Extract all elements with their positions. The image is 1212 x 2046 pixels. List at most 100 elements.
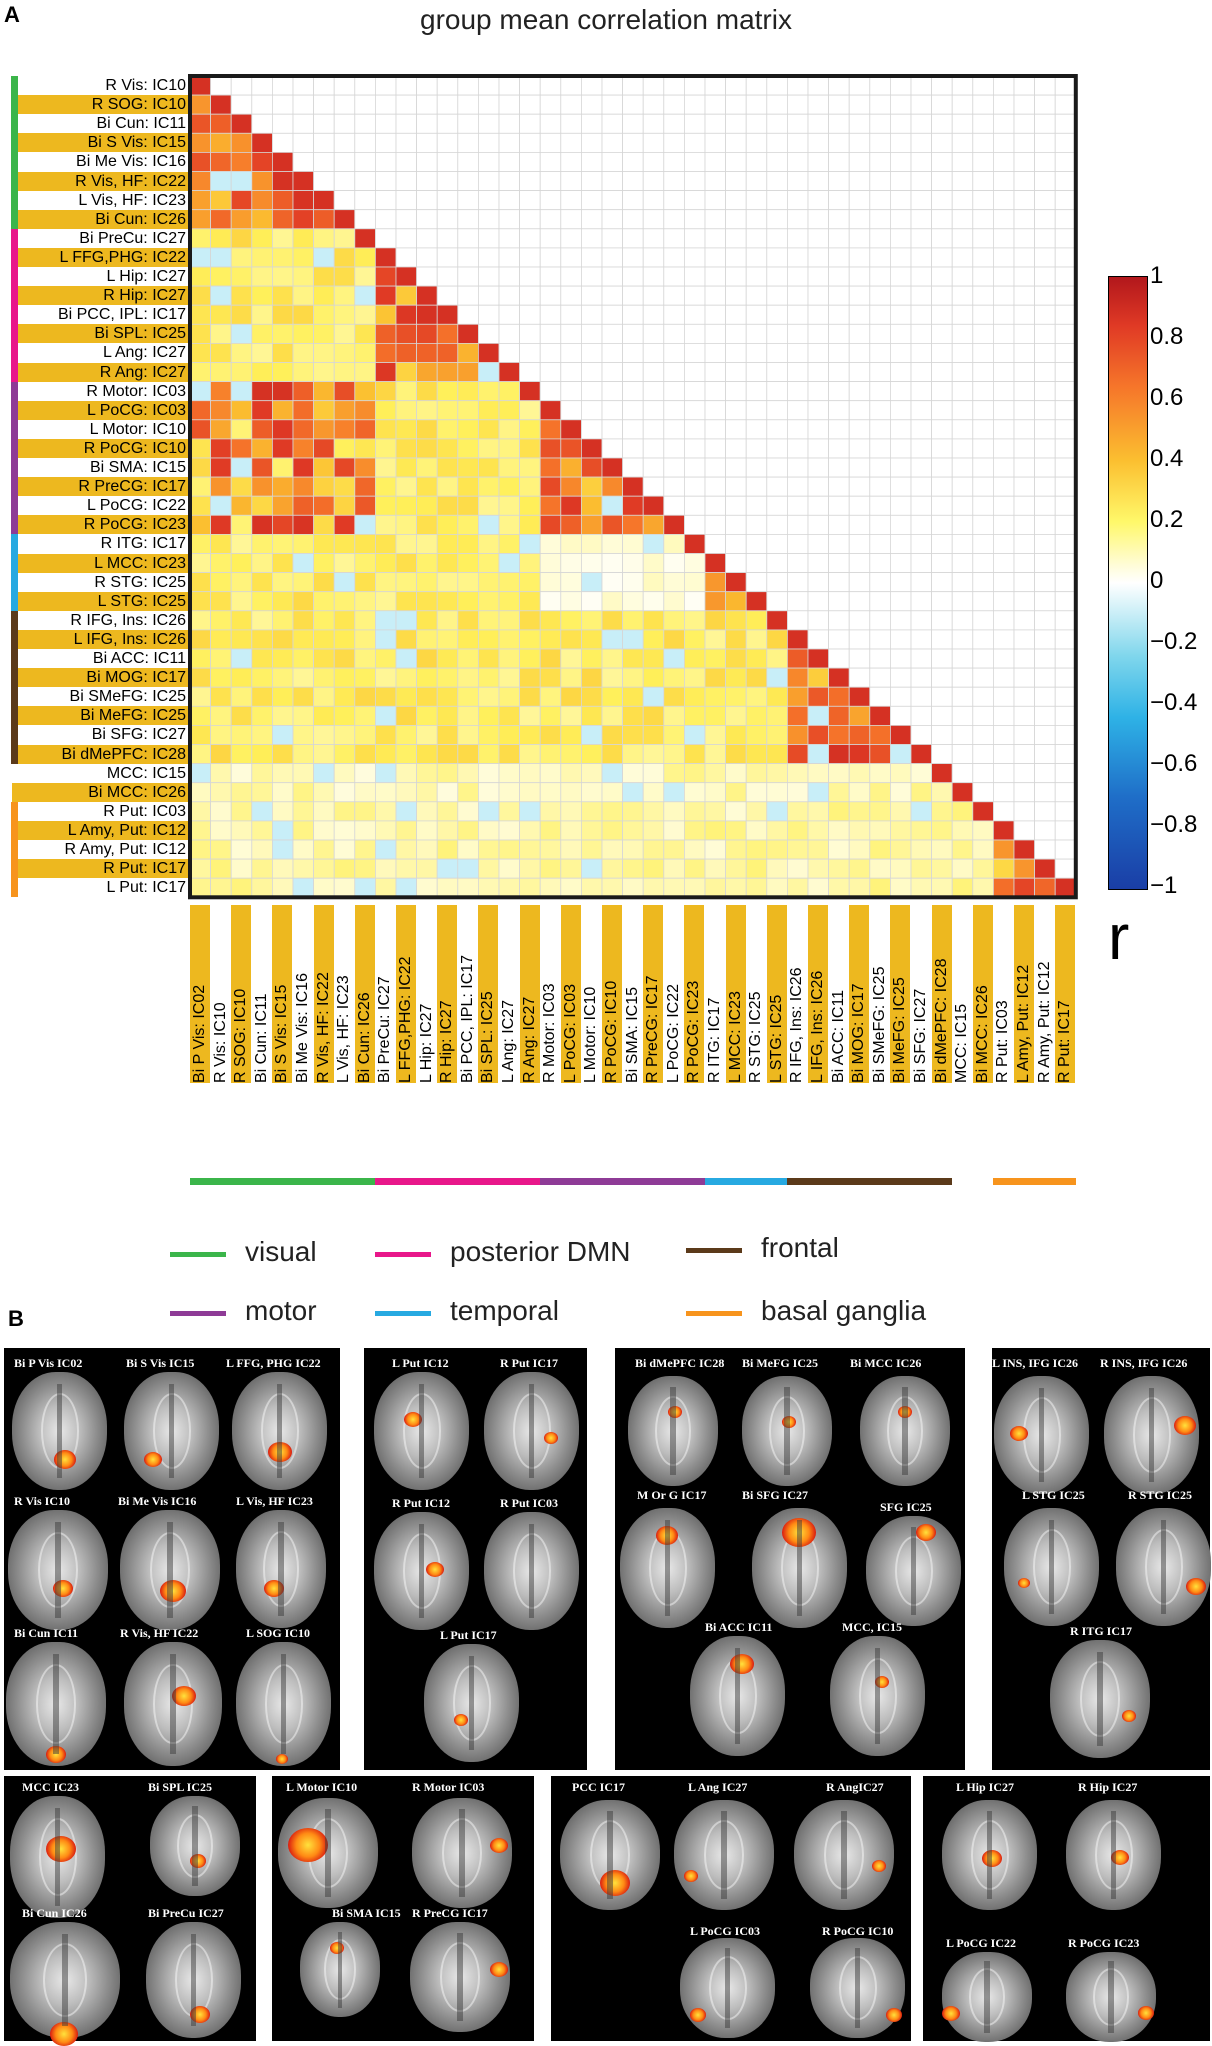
matrix-cell — [292, 94, 315, 115]
matrix-cell — [333, 782, 356, 803]
matrix-cell — [416, 132, 438, 153]
matrix-cell — [766, 667, 788, 688]
matrix-cell — [1054, 228, 1077, 249]
matrix-cell — [807, 438, 830, 459]
matrix-cell — [725, 648, 747, 669]
legend-swatch — [170, 1311, 226, 1316]
matrix-cell — [622, 820, 644, 841]
matrix-cell — [271, 705, 294, 726]
column-label-text: Bi MeFG: IC25 — [891, 977, 909, 1084]
matrix-cell — [354, 438, 376, 459]
column-label-text: R Vis: IC10 — [211, 1002, 229, 1084]
matrix-cell — [848, 495, 871, 516]
matrix-cell — [251, 419, 273, 440]
matrix-cell — [951, 228, 974, 249]
matrix-cell — [828, 438, 850, 459]
matrix-cell — [395, 572, 418, 593]
matrix-cell — [745, 323, 768, 344]
matrix-cell — [787, 553, 809, 574]
matrix-cell — [704, 285, 727, 306]
matrix-cell — [848, 534, 871, 554]
matrix-cell — [601, 877, 624, 898]
matrix-cell — [498, 94, 521, 115]
matrix-cell — [993, 686, 1015, 707]
matrix-cell — [869, 610, 891, 631]
matrix-cell — [292, 132, 315, 153]
column-label-text: L PoCG: IC22 — [664, 984, 682, 1084]
matrix-cell — [539, 763, 562, 784]
matrix-cell — [354, 591, 376, 612]
matrix-cell — [416, 629, 438, 650]
matrix-cell — [951, 190, 974, 211]
matrix-cell — [1013, 763, 1036, 784]
matrix-cell — [725, 839, 747, 860]
matrix-cell — [869, 171, 891, 192]
matrix-cell — [333, 457, 356, 478]
matrix-cell — [354, 572, 376, 593]
matrix-cell — [292, 744, 315, 765]
matrix-cell — [416, 362, 438, 383]
column-label-text: R ITG: IC17 — [706, 997, 723, 1084]
column-label: R Ang: IC27 — [519, 905, 540, 1084]
matrix-cell — [828, 247, 850, 268]
matrix-cell — [642, 438, 665, 459]
matrix-cell — [622, 190, 644, 211]
matrix-cell — [292, 782, 315, 803]
matrix-cell — [230, 801, 253, 822]
matrix-cell — [354, 763, 376, 784]
column-label-text: Bi SFG: IC27 — [912, 989, 929, 1084]
matrix-cell — [313, 820, 335, 841]
matrix-cell — [684, 820, 706, 841]
matrix-cell — [951, 877, 974, 898]
legend-swatch — [375, 1311, 431, 1316]
matrix-cell — [745, 342, 768, 363]
matrix-cell — [560, 591, 582, 612]
matrix-cell — [828, 151, 850, 172]
matrix-cell — [828, 839, 850, 860]
matrix-cell — [581, 400, 603, 421]
matrix-cell — [498, 610, 521, 631]
matrix-cell — [622, 610, 644, 631]
matrix-cell — [189, 839, 212, 860]
brain-label: L SOG IC10 — [246, 1626, 311, 1640]
matrix-cell — [539, 782, 562, 803]
matrix-cell — [292, 457, 315, 478]
matrix-cell — [457, 705, 479, 726]
column-label-text: L STG: IC25 — [767, 994, 785, 1084]
matrix-cell — [210, 705, 232, 726]
matrix-cell — [601, 190, 624, 211]
matrix-cell — [436, 801, 459, 822]
matrix-cell — [581, 648, 603, 669]
matrix-cell — [745, 94, 768, 115]
matrix-cell — [395, 553, 418, 574]
matrix-cell — [642, 75, 665, 96]
matrix-cell — [1054, 572, 1077, 593]
matrix-cell — [313, 419, 335, 440]
matrix-cell — [354, 457, 376, 478]
matrix-cell — [890, 591, 912, 612]
matrix-cell — [498, 457, 521, 478]
matrix-cell — [1013, 725, 1036, 745]
matrix-cell — [416, 610, 438, 631]
row-label: L PoCG: IC22 — [86, 497, 186, 515]
brain-slice — [236, 1510, 326, 1628]
matrix-cell — [931, 438, 953, 459]
matrix-cell — [828, 648, 850, 669]
matrix-cell — [642, 476, 665, 497]
matrix-cell — [519, 75, 541, 96]
matrix-cell — [931, 342, 953, 363]
column-label: R PoCG: IC23 — [684, 905, 705, 1084]
matrix-cell — [436, 323, 459, 344]
matrix-cell — [251, 782, 273, 803]
matrix-cell — [271, 419, 294, 440]
matrix-cell — [477, 839, 500, 860]
matrix-cell — [684, 381, 706, 402]
matrix-cell — [477, 132, 500, 153]
matrix-cell — [1054, 667, 1077, 688]
matrix-cell — [374, 476, 397, 497]
colorbar-tick: 0.2 — [1150, 506, 1184, 533]
matrix-cell — [498, 839, 521, 860]
matrix-cell — [313, 75, 335, 96]
matrix-cell — [581, 94, 603, 115]
matrix-cell — [766, 495, 788, 516]
